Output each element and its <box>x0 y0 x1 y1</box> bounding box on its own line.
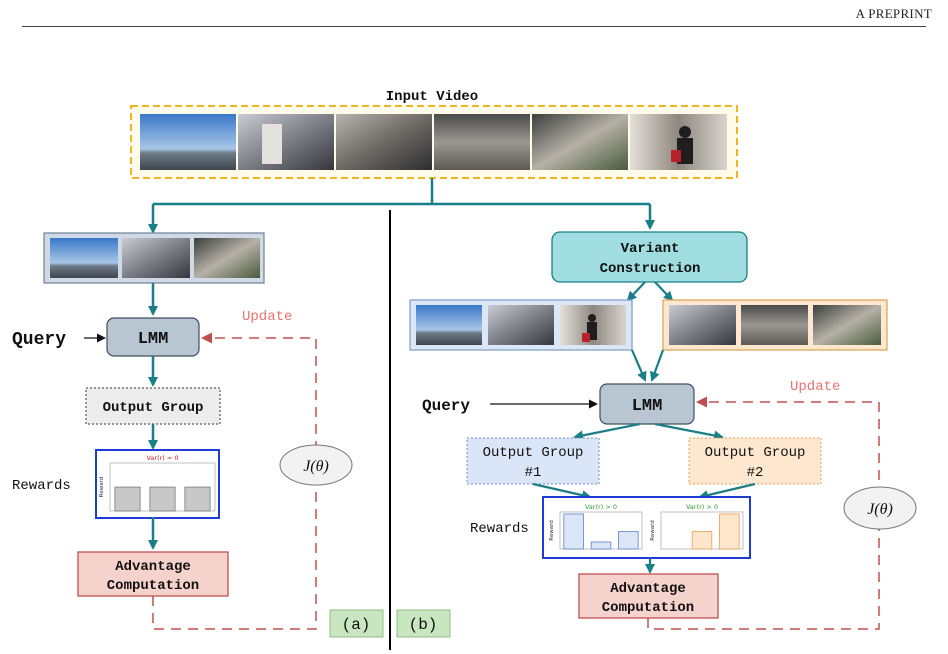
output-group-2-line2: #2 <box>747 465 764 481</box>
advantage-box-right <box>578 573 719 619</box>
advantage-box-left <box>77 551 229 597</box>
chart-title: Var(r) = 0 <box>146 454 178 462</box>
output-group-1-box <box>466 437 600 485</box>
rewards-label-right: Rewards <box>470 521 529 537</box>
header-rule <box>22 26 926 27</box>
reward-chart-right-2: Var(r) > 0 Reward <box>650 503 744 550</box>
panel-tag-b-label: (b) <box>409 616 438 634</box>
chart-bar-1 <box>563 513 584 550</box>
reward-chart-right-1: Var(r) > 0 Reward <box>549 503 643 550</box>
arrow-group2-to-rewards <box>698 482 756 501</box>
arrow-group1-to-rewards <box>532 482 592 501</box>
output-group-2-line1: Output Group <box>705 445 806 461</box>
advantage-label-right-line2: Computation <box>602 600 694 616</box>
chart-ylabel: Reward <box>549 520 555 540</box>
chart-bar-1 <box>114 486 141 512</box>
frame-thumbnail-2 <box>238 114 334 170</box>
chart-title: Var(r) > 0 <box>686 503 718 511</box>
update-label-left: Update <box>242 309 292 325</box>
panel-tag-a <box>329 609 384 638</box>
panel-tag-b <box>396 609 451 638</box>
output-group-1-line2: #1 <box>525 465 542 481</box>
input-video-label: Input Video <box>386 89 478 105</box>
advantage-label-right-line1: Advantage <box>610 581 686 597</box>
arrow-frames1-to-lmm <box>630 349 647 382</box>
chart-ylabel: Reward <box>99 477 105 497</box>
variant-label-line1: Variant <box>621 241 680 257</box>
variant-label-line2: Construction <box>600 261 701 277</box>
chart-title: Var(r) > 0 <box>585 503 617 511</box>
arrow-lmm-to-group1 <box>573 422 641 441</box>
arrow-frames2-to-lmm <box>650 349 665 382</box>
update-loop-right <box>647 396 880 630</box>
frame-thumbnail-5 <box>532 114 628 170</box>
query-label-right: Query <box>422 397 470 415</box>
objective-label-left: J(θ) <box>303 458 329 475</box>
objective-label-right: J(θ) <box>867 501 893 518</box>
chart-bar-2 <box>149 486 176 512</box>
update-label-right: Update <box>790 379 840 395</box>
reward-chart-left: Var(r) = 0 Reward <box>95 449 220 519</box>
chart-ylabel: Reward <box>650 520 656 540</box>
output-group-1-line1: Output Group <box>483 445 584 461</box>
frame-thumbnail-6-figure <box>679 126 691 138</box>
chart-bar-3 <box>719 513 740 550</box>
frame-thumbnail-3 <box>336 114 432 170</box>
advantage-label-left-line1: Advantage <box>115 559 191 575</box>
objective-ellipse-right <box>843 486 917 530</box>
input-video-thumbnails <box>140 114 727 170</box>
query-label-left: Query <box>12 330 66 350</box>
chart-bar-3 <box>618 531 639 550</box>
frame-thumbnail-4 <box>434 114 530 170</box>
chart-bar-2 <box>691 531 713 550</box>
variant-construction-box <box>551 231 748 283</box>
lmm-label-left: LMM <box>138 330 169 349</box>
output-group-2-box <box>688 437 822 485</box>
advantage-label-left-line2: Computation <box>107 578 199 594</box>
rewards-label-left: Rewards <box>12 478 71 494</box>
input-split-connector <box>153 178 650 206</box>
objective-ellipse-left <box>279 444 353 486</box>
arrow-variant-to-group2 <box>654 281 674 302</box>
lmm-box-right <box>599 383 695 425</box>
frame-thumbnail-2-tower <box>262 124 282 164</box>
output-group-label-left: Output Group <box>103 400 204 416</box>
chart-bar-3 <box>184 486 211 512</box>
chart-bar-2 <box>590 541 612 550</box>
panel-tag-a-label: (a) <box>342 616 371 634</box>
page-header: A PREPRINT <box>855 6 932 21</box>
arrow-lmm-to-group2 <box>654 422 724 441</box>
update-loop-left <box>152 332 317 630</box>
arrow-variant-to-group1 <box>626 281 646 302</box>
frame-thumbnail-1 <box>140 114 236 170</box>
lmm-label-right: LMM <box>632 397 663 416</box>
